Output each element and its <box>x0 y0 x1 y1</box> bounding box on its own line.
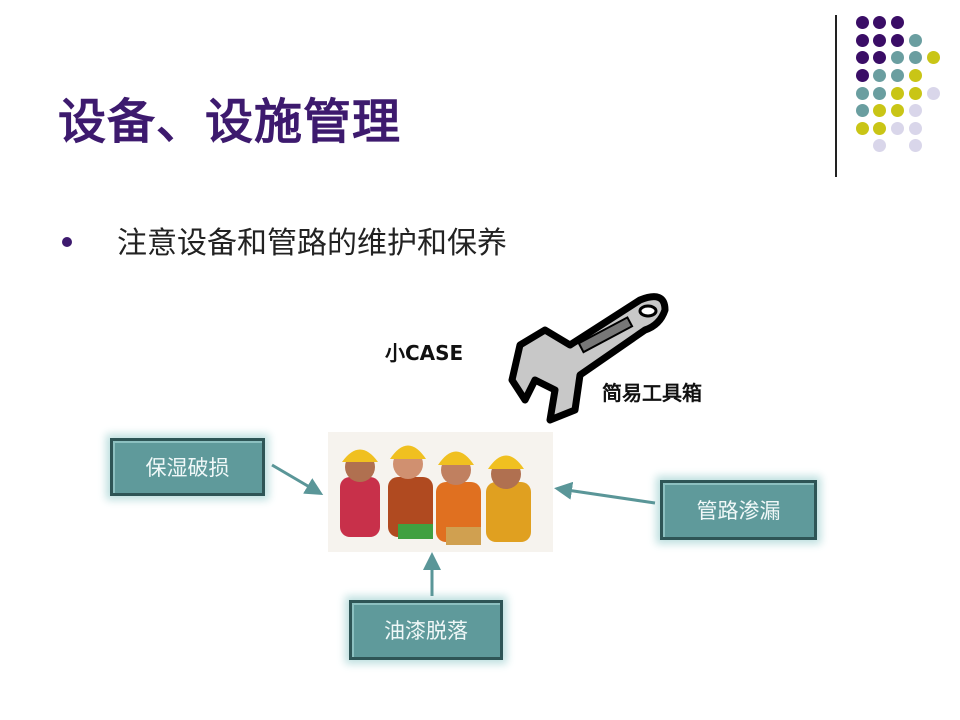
bullet-icon <box>62 237 72 247</box>
box-insulation-damage: 保湿破损 <box>110 438 265 496</box>
decor-dot <box>891 69 904 82</box>
decor-dot <box>873 104 886 117</box>
arrow-left <box>271 463 324 496</box>
decor-dot <box>856 122 869 135</box>
decor-dot <box>856 104 869 117</box>
label-small-case: 小CASE <box>385 341 464 365</box>
workers-image <box>328 432 553 552</box>
box-paint-peeling: 油漆脱落 <box>349 600 503 660</box>
decor-dot <box>873 34 886 47</box>
decor-dot <box>891 104 904 117</box>
decor-dot <box>891 122 904 135</box>
decorative-divider <box>835 15 837 177</box>
decor-dot <box>873 16 886 29</box>
decor-dot <box>856 51 869 64</box>
decor-dot <box>856 69 869 82</box>
decor-dot <box>856 16 869 29</box>
decor-dot <box>873 122 886 135</box>
decor-dot <box>909 34 922 47</box>
decor-dot <box>891 87 904 100</box>
decor-dot <box>909 87 922 100</box>
decor-dot <box>909 69 922 82</box>
decor-dot <box>856 34 869 47</box>
slide-title: 设备、设施管理 <box>58 94 402 150</box>
label-toolbox: 简易工具箱 <box>602 381 702 405</box>
bullet-text: 注意设备和管路的维护和保养 <box>117 226 507 261</box>
decor-dot <box>891 34 904 47</box>
decor-dot <box>873 51 886 64</box>
decor-dot <box>927 51 940 64</box>
decor-dot <box>909 122 922 135</box>
decor-dot <box>873 69 886 82</box>
decor-dot <box>909 51 922 64</box>
decor-dot <box>927 87 940 100</box>
decor-dot <box>873 139 886 152</box>
decor-dot <box>909 139 922 152</box>
decor-dot <box>909 104 922 117</box>
box-pipe-leakage: 管路渗漏 <box>660 480 817 540</box>
decor-dot <box>891 16 904 29</box>
wrench-icon <box>508 293 669 424</box>
decor-dot <box>891 51 904 64</box>
decor-dot <box>873 87 886 100</box>
decor-dot <box>856 87 869 100</box>
arrow-right <box>554 481 656 505</box>
